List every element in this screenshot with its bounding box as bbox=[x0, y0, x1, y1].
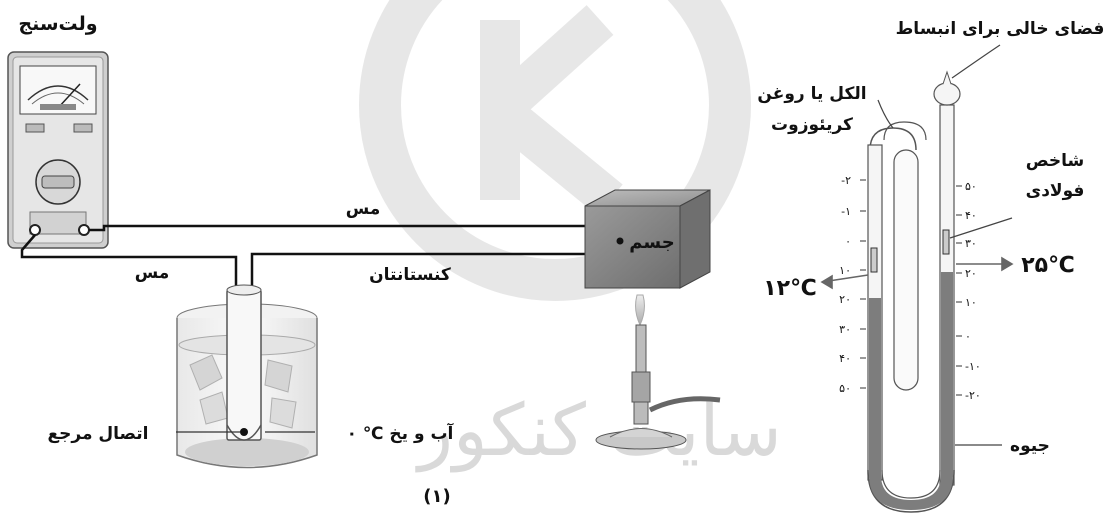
scale-left-tick: ۲۰ bbox=[839, 293, 851, 306]
voltmeter bbox=[7, 51, 109, 249]
bunsen-burner bbox=[595, 294, 721, 450]
scale-left-tick: ۳۰ bbox=[839, 323, 851, 336]
figure-number: (۱) bbox=[423, 486, 450, 507]
mercury-label: جیوه bbox=[1010, 436, 1050, 456]
alcohol-label-line1: الکل یا روغن bbox=[757, 84, 866, 104]
scale-right-tick: ۲۰ bbox=[965, 267, 977, 280]
temperature-arrows bbox=[820, 256, 1014, 290]
ice-water-label: آب و یخ ℃ ۰ bbox=[347, 422, 455, 444]
constantan-label: کنستانتان bbox=[369, 265, 451, 285]
scale-right-tick: -۱۰ bbox=[965, 360, 981, 373]
heated-body bbox=[584, 189, 711, 289]
scale-left-tick: -۱ bbox=[841, 205, 851, 218]
ice-water-beaker bbox=[176, 284, 318, 469]
temp-left-label: ۱۲℃ bbox=[763, 276, 817, 301]
scale-left-tick: ۴۰ bbox=[839, 352, 851, 365]
scale-left-tick: ۵۰ bbox=[839, 382, 851, 395]
temp-right-label: ۲۵℃ bbox=[1021, 253, 1075, 278]
scale-left-tick: ۰ bbox=[845, 235, 851, 248]
scale-left-tick: -۲ bbox=[841, 174, 851, 187]
scale-right-tick: ۳۰ bbox=[965, 237, 977, 250]
steel-index-label-line2: فولادی bbox=[1026, 181, 1085, 201]
thermometer-leaders bbox=[877, 44, 1013, 239]
scale-right-tick: -۲۰ bbox=[965, 389, 981, 402]
expansion-space-label: فضای خالی برای انبساط bbox=[896, 19, 1105, 39]
reference-junction-label: اتصال مرجع bbox=[48, 424, 149, 444]
watermark-logo bbox=[359, 0, 751, 301]
scale-right-tick: ۵۰ bbox=[965, 180, 977, 193]
scale-right-tick: ۱۰ bbox=[965, 296, 977, 309]
scale-left-tick: ۱۰ bbox=[839, 264, 851, 277]
copper-top-label: مس bbox=[346, 199, 381, 219]
scale-right-tick: ۴۰ bbox=[965, 209, 977, 222]
body-label: جسم bbox=[629, 232, 674, 253]
steel-index-label-line1: شاخص bbox=[1026, 151, 1085, 171]
alcohol-label-line2: کریئوزوت bbox=[771, 115, 853, 135]
watermark-text: سایت کنکور bbox=[415, 388, 782, 473]
scale-right-tick: ۰ bbox=[965, 330, 971, 343]
voltmeter-label: ولت‌سنج bbox=[18, 13, 97, 35]
scale-right: ۵۰ ۴۰ ۳۰ ۲۰ ۱۰ ۰ -۱۰ -۲۰ bbox=[956, 180, 981, 402]
copper-left-label: مس bbox=[135, 263, 170, 283]
scale-left: -۲ -۱ ۰ ۱۰ ۲۰ ۳۰ ۴۰ ۵۰ bbox=[839, 174, 866, 395]
min-max-thermometer bbox=[867, 70, 961, 513]
